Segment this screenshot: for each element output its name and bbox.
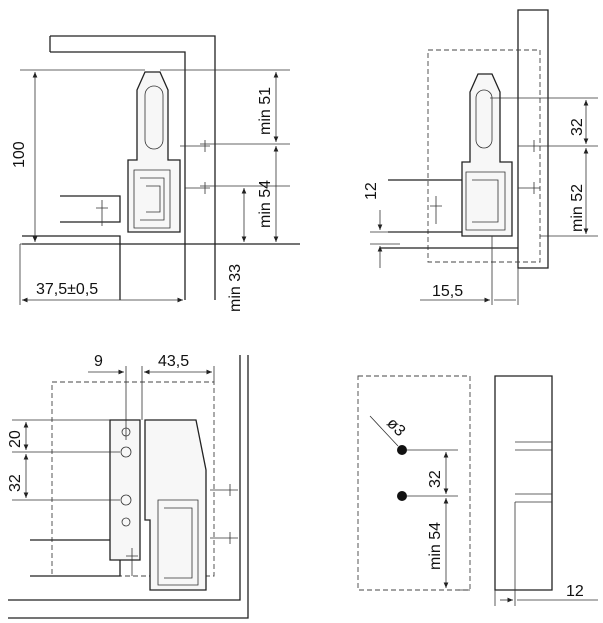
dim-d: 32 <box>7 474 24 492</box>
dim-gap-b: min 52 <box>569 184 586 232</box>
dim-diameter: ø3 <box>383 415 408 440</box>
bracket-plate <box>109 419 141 561</box>
dim-c: 20 <box>7 430 24 448</box>
dim-edge: 12 <box>566 583 584 600</box>
dim-spacing: 32 <box>427 470 444 488</box>
dim-offset: 37,5±0,5 <box>36 281 98 298</box>
screw-icon <box>180 140 210 152</box>
dim-offset-right: 15,5 <box>432 283 463 300</box>
dim-min-bottom: min 33 <box>227 264 244 312</box>
dim-min-mid: min 54 <box>257 180 274 228</box>
mounting-bracket <box>127 71 181 233</box>
dim-gap-a: 32 <box>569 118 586 136</box>
dim-a: 9 <box>94 353 103 370</box>
dim-b: 43,5 <box>158 353 189 370</box>
dim-rail: 12 <box>363 182 380 200</box>
dim-min-bottom-drill: min 54 <box>427 522 444 570</box>
view-drill: ø3 32 min 54 12 <box>357 375 598 606</box>
view-side-left: 100 min 51 min 54 min 33 37,5±0,5 <box>11 35 300 312</box>
dim-min-top: min 51 <box>257 87 274 135</box>
drill-hole-icon <box>397 445 407 455</box>
view-side-right: 32 min 52 12 15,5 <box>363 9 598 305</box>
drill-hole-icon <box>397 491 407 501</box>
mounting-bracket-right <box>461 73 513 237</box>
dim-height: 100 <box>11 141 28 168</box>
view-front: 9 43,5 20 32 <box>7 353 249 619</box>
